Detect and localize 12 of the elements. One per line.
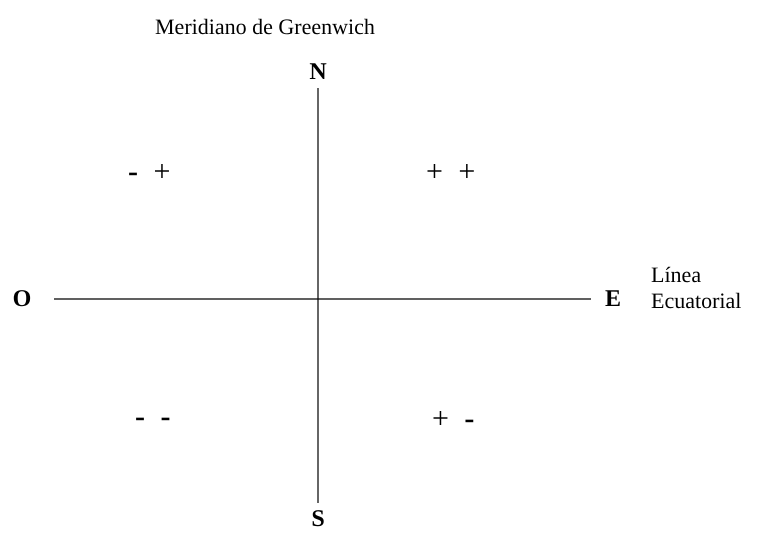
direction-letter: E xyxy=(601,285,625,313)
sign-pair: + - xyxy=(432,402,474,436)
direction-letter: S xyxy=(306,505,330,533)
direction-letter: N xyxy=(306,58,330,86)
sign-pair: - + xyxy=(128,155,170,189)
sign-pair: - - xyxy=(135,400,170,434)
equator-line xyxy=(54,298,591,300)
axis-title: Meridiano de Greenwich xyxy=(155,14,375,40)
sign-pair: + + xyxy=(426,155,476,189)
axis-title: Línea Ecuatorial xyxy=(651,262,742,314)
direction-letter: O xyxy=(10,285,34,313)
meridian-line xyxy=(317,88,319,503)
